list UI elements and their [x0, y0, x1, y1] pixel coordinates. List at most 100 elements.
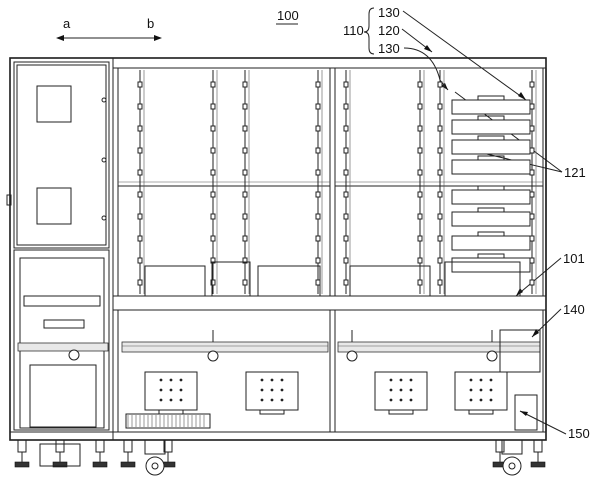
- bay-bin-2: [257, 265, 321, 297]
- left-base-block: [39, 443, 81, 467]
- base-beam: [9, 431, 547, 441]
- left-cabinet-door: [13, 61, 110, 249]
- cabinet-window-bottom: [36, 187, 72, 225]
- rack-peg: [529, 257, 535, 264]
- rack-peg: [137, 279, 143, 286]
- motor-base: [158, 409, 184, 415]
- figure-title: 100: [277, 8, 299, 23]
- rack-peg: [343, 191, 349, 198]
- rack-peg: [417, 103, 423, 110]
- rack-peg: [529, 235, 535, 242]
- motor-bolt: [479, 398, 483, 402]
- tray-handle: [477, 185, 505, 191]
- rack-peg: [529, 279, 535, 286]
- motor-bolt: [159, 388, 163, 392]
- rack-peg: [242, 279, 248, 286]
- cabinet-window-top: [36, 85, 72, 123]
- drive-unit-140: [499, 329, 541, 373]
- rack-peg: [343, 125, 349, 132]
- leader-head-130-bottom: [441, 83, 448, 90]
- motor-bolt: [280, 378, 284, 382]
- rack-peg: [437, 147, 443, 154]
- motor-bolt: [409, 388, 413, 392]
- cable-chain-links: [127, 415, 205, 427]
- tray-handle: [477, 95, 505, 101]
- rack-peg: [437, 81, 443, 88]
- label-121: 121: [564, 165, 586, 180]
- lower-left-box: [29, 364, 97, 428]
- tray: [451, 235, 531, 251]
- upper-bays: [117, 67, 544, 297]
- lower-bay-left: [117, 309, 331, 433]
- direction-label-a: a: [63, 16, 71, 31]
- cabinet-handle: [6, 194, 12, 206]
- rack-peg: [417, 169, 423, 176]
- tray-handle: [477, 155, 505, 161]
- conveyor-rail-left: [121, 341, 329, 353]
- label-130-top: 130: [378, 5, 400, 20]
- motor-bolt: [179, 398, 183, 402]
- rack-peg: [417, 257, 423, 264]
- motor-bolt: [159, 378, 163, 382]
- direction-label-b: b: [147, 16, 154, 31]
- leader-101: [515, 257, 562, 297]
- foot-post: [495, 439, 505, 453]
- rack-peg: [529, 147, 535, 154]
- tray-handle: [477, 115, 505, 121]
- rack-peg: [210, 213, 216, 220]
- top-beam: [112, 57, 547, 69]
- rack-peg: [529, 81, 535, 88]
- leader-head-140: [532, 329, 539, 337]
- motor-base: [468, 409, 494, 415]
- rack-peg: [315, 191, 321, 198]
- motor-bolt: [469, 398, 473, 402]
- bay-bin-1: [144, 265, 206, 297]
- leader-head-130-top: [518, 92, 526, 100]
- rack-peg: [242, 191, 248, 198]
- rack-peg: [529, 103, 535, 110]
- motor-bolt: [489, 378, 493, 382]
- tray-handle: [477, 253, 505, 259]
- motor-bolt: [169, 398, 173, 402]
- rack-peg: [437, 169, 443, 176]
- lower-left-roller: [68, 349, 80, 361]
- rack-peg: [137, 103, 143, 110]
- rack-peg: [417, 279, 423, 286]
- caster-bracket: [501, 439, 523, 455]
- motor-unit: [245, 371, 299, 411]
- bay-bin-4: [444, 261, 521, 297]
- lower-section: [117, 309, 544, 433]
- motor-bolt: [179, 388, 183, 392]
- rack-peg: [343, 257, 349, 264]
- motor-bolt: [479, 378, 483, 382]
- leader-head-120: [424, 45, 432, 52]
- rack-peg: [343, 279, 349, 286]
- rack-peg: [437, 125, 443, 132]
- label-110: 110: [343, 23, 364, 38]
- rack-peg: [242, 125, 248, 132]
- tray: [451, 159, 531, 175]
- tray-handle: [477, 207, 505, 213]
- label-130-bottom: 130: [378, 41, 400, 56]
- motor-bolt: [260, 378, 264, 382]
- motor-bolt: [169, 388, 173, 392]
- left-cabinet-door-inner: [16, 64, 107, 246]
- rack-peg: [315, 279, 321, 286]
- roller-3: [486, 350, 498, 362]
- motor-bolt: [399, 398, 403, 402]
- rack-peg: [210, 125, 216, 132]
- foot-pad: [14, 461, 30, 468]
- tray: [451, 99, 531, 115]
- motor-bolt: [280, 388, 284, 392]
- rack-peg: [242, 103, 248, 110]
- motor-units: [144, 371, 508, 415]
- rack-peg: [137, 235, 143, 242]
- arrow-head-right: [154, 35, 162, 41]
- tray-handle: [477, 231, 505, 237]
- leader-head-150: [520, 411, 528, 416]
- motor-bolt: [280, 398, 284, 402]
- rack-peg: [137, 81, 143, 88]
- motor-bolt: [409, 378, 413, 382]
- rack-peg: [417, 213, 423, 220]
